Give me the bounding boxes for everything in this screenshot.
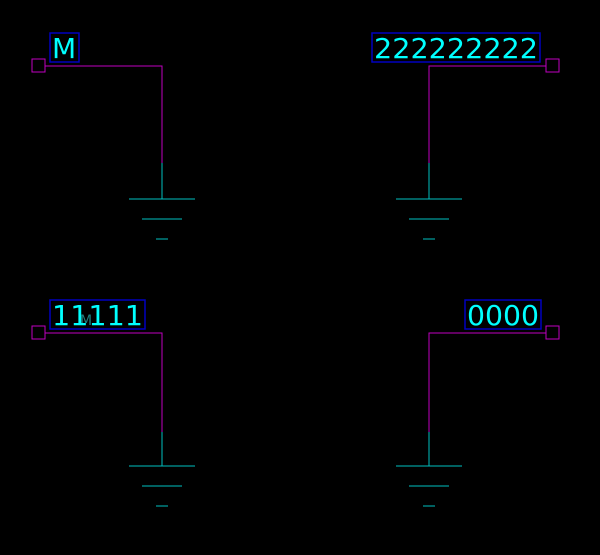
net-label: 222222222: [374, 32, 538, 65]
ground-symbol: [129, 432, 195, 507]
wire: [45, 65, 163, 163]
ground-symbol: [129, 163, 195, 240]
pin-square[interactable]: [545, 325, 560, 340]
net-label-box: [371, 32, 541, 63]
port-222222222[interactable]: 222222222: [371, 32, 560, 240]
net-label: 0000: [467, 299, 539, 332]
ground-symbol: [396, 163, 462, 240]
net-label-box: [49, 32, 80, 63]
pin-square[interactable]: [31, 325, 46, 340]
port-0000[interactable]: 0000: [396, 299, 560, 507]
wire: [428, 65, 546, 163]
pin-square[interactable]: [31, 58, 46, 73]
net-label: M: [52, 32, 76, 65]
ground-symbol: [396, 432, 462, 507]
net-label-box: [464, 299, 542, 330]
pin-square[interactable]: [545, 58, 560, 73]
port-m[interactable]: M: [31, 32, 195, 240]
net-label-box: [49, 299, 146, 330]
wire: [428, 332, 546, 432]
net-label-faint: M: [80, 313, 92, 329]
wire: [45, 332, 163, 432]
net-label: 11111: [52, 299, 143, 332]
port-11111[interactable]: M 11111: [31, 299, 195, 507]
